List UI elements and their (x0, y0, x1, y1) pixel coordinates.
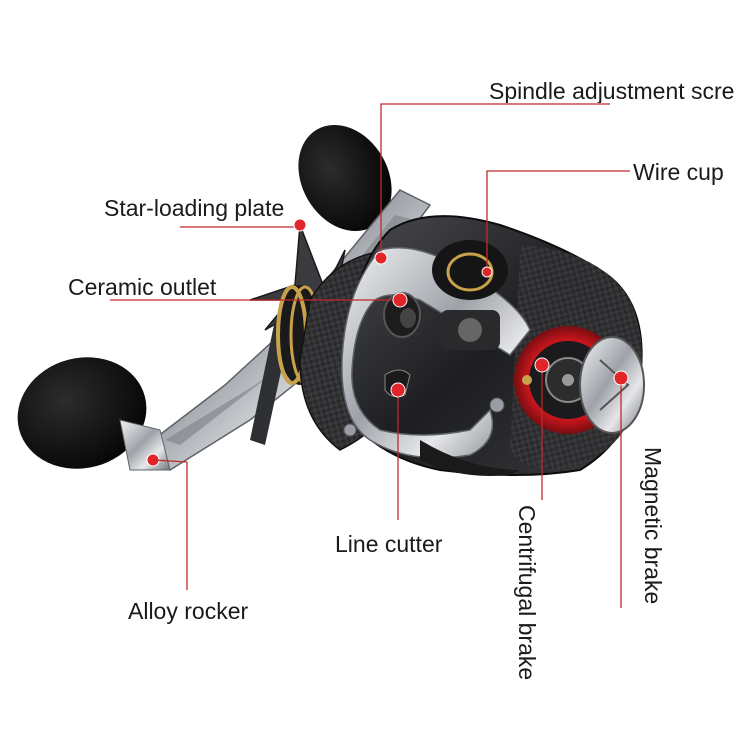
markers (146, 218, 629, 467)
marker-ceramic-outlet (392, 292, 408, 308)
leader-lines (110, 103, 630, 608)
label-ceramic-outlet: Ceramic outlet (68, 274, 217, 300)
leader-line-wire-cup (486, 170, 630, 272)
marker-centrifugal (534, 357, 550, 373)
marker-wire-cup (481, 266, 493, 278)
marker-star-plate (293, 218, 307, 232)
magnetic-brake-dial (579, 336, 645, 434)
label-wire-cup: Wire cup (633, 159, 724, 185)
label-magnetic-brake: Magnetic brake (640, 447, 666, 605)
leader-line-star-plate (180, 225, 305, 228)
side-screw (489, 397, 505, 413)
marker-line-cutter (390, 382, 406, 398)
leader-line-spindle (380, 103, 610, 258)
wire-cup (432, 240, 508, 300)
label-star-loading-plate: Star-loading plate (104, 195, 285, 221)
upper-handle-knob (298, 124, 392, 232)
label-spindle-adjustment-screw: Spindle adjustment scre (489, 80, 735, 103)
label-centrifugal-brake: Centrifugal brake (514, 505, 540, 681)
marker-spindle (374, 251, 388, 265)
lower-handle-knob (17, 357, 147, 469)
label-line-cutter: Line cutter (335, 531, 443, 557)
chrome-frame (341, 247, 531, 459)
marker-magnetic (613, 370, 629, 386)
label-alloy-rocker: Alloy rocker (128, 598, 249, 624)
